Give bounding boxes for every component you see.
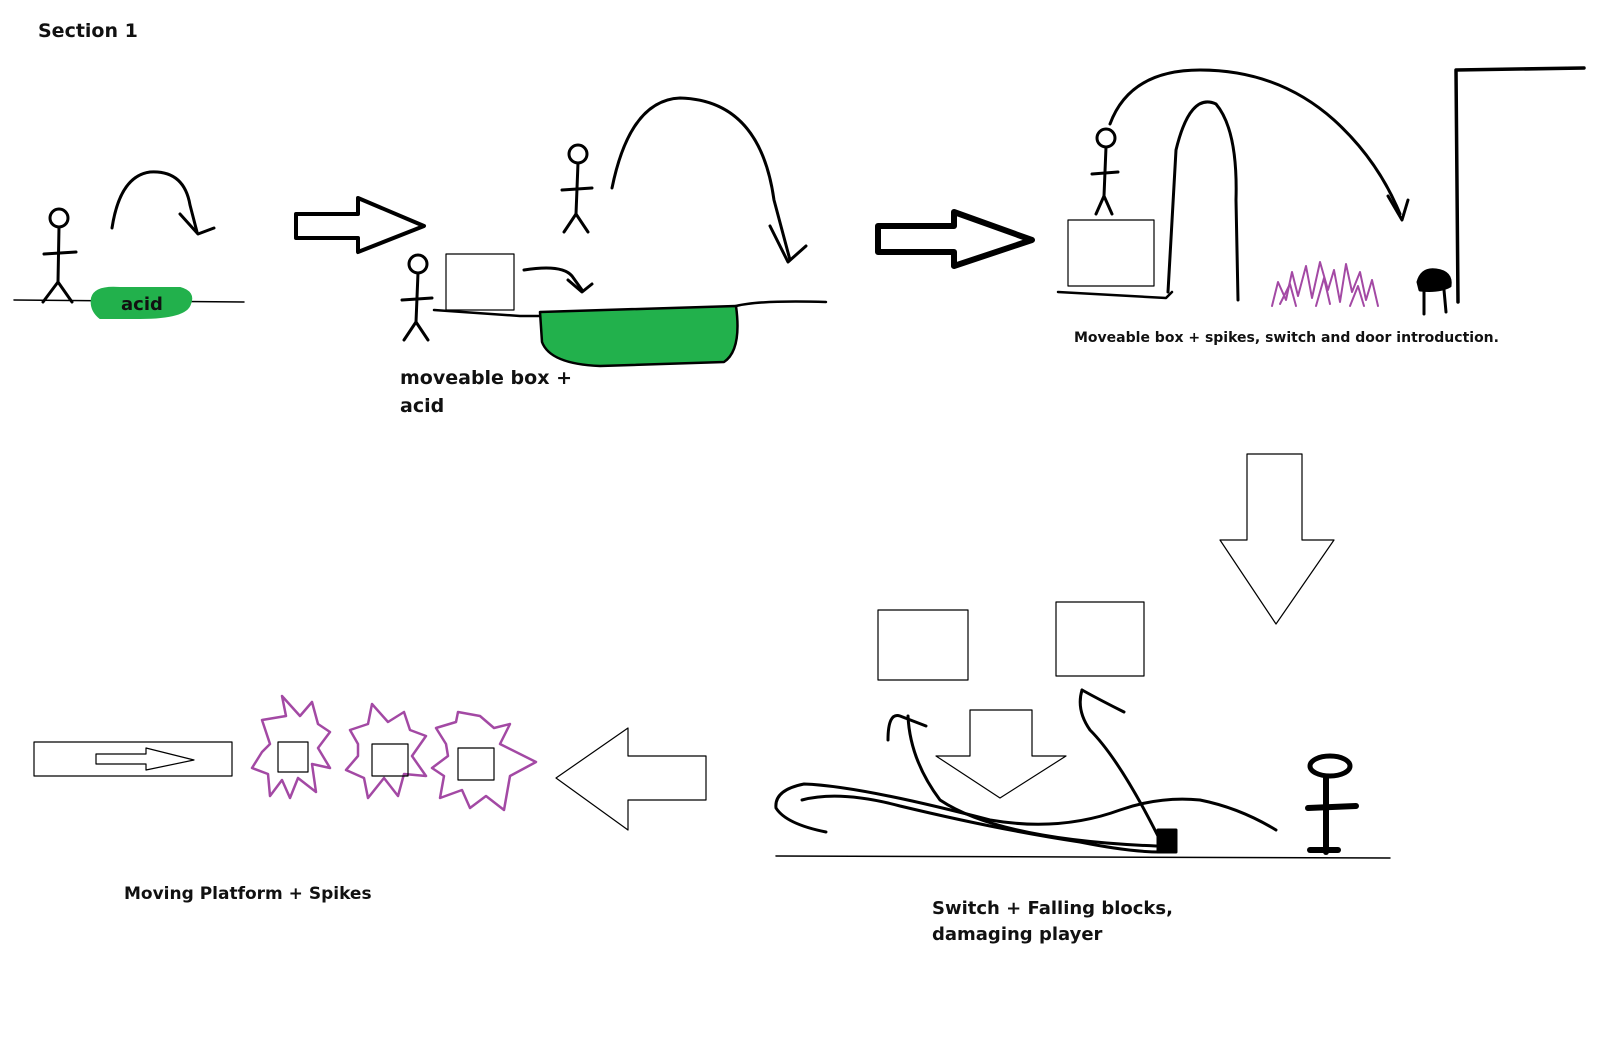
acid-pool	[90, 286, 193, 319]
stick-figure	[1090, 127, 1120, 216]
right-arrow-1	[294, 196, 426, 254]
switch	[1416, 268, 1452, 316]
push-arrow	[522, 266, 584, 292]
spike-block-3	[457, 747, 495, 781]
scene-4-caption: Switch + Falling blocks, damaging player	[932, 898, 1173, 945]
fall-trajectory-2-head	[1080, 688, 1126, 714]
player-figure	[1305, 753, 1359, 855]
ground-line-right	[734, 300, 828, 308]
fall-trajectory-1	[906, 714, 1158, 848]
falling-block-2	[1055, 601, 1145, 677]
ground-line	[432, 308, 544, 318]
stick-figure	[41, 207, 78, 304]
fall-trajectory-1-head	[886, 714, 928, 742]
scene-2	[400, 96, 828, 368]
acid-pit	[538, 304, 739, 368]
ground-line	[775, 855, 1391, 859]
scene-3-caption: Moveable box + spikes, switch and door i…	[1074, 330, 1499, 346]
scribble-path-2	[800, 794, 1162, 854]
push-arrowhead	[566, 278, 594, 294]
page-title: Section 1	[38, 20, 138, 42]
spikes	[1271, 261, 1379, 307]
left-arrow	[555, 727, 707, 831]
falling-block-1	[877, 609, 969, 681]
jump-arrowhead	[178, 212, 216, 236]
scribble-path	[774, 782, 1278, 834]
falling-down-arrow	[935, 709, 1067, 799]
down-arrow	[1219, 453, 1335, 625]
scene-5-caption: Moving Platform + Spikes	[124, 884, 372, 904]
fall-trajectory-2	[1078, 688, 1162, 842]
wall-obstacle	[1166, 100, 1240, 302]
jump-arc	[110, 170, 199, 234]
jump-arc	[1108, 68, 1402, 216]
acid-label: acid	[121, 294, 163, 315]
scene-3	[1056, 66, 1586, 316]
stick-figure-upper	[560, 143, 594, 234]
right-arrow-2	[875, 209, 1035, 269]
ground-line	[1056, 290, 1174, 300]
spike-block-2	[371, 743, 409, 777]
moveable-box	[1067, 219, 1155, 287]
platform-direction-arrow	[95, 747, 195, 771]
jump-arrowhead	[768, 224, 808, 264]
switch	[1156, 828, 1178, 854]
scene-4	[774, 601, 1391, 859]
scene-5	[33, 694, 538, 812]
moving-platform	[33, 741, 233, 777]
scene-1	[13, 170, 245, 319]
spiked-blocks	[250, 694, 538, 812]
spike-block-1	[277, 741, 309, 773]
stick-figure-lower	[400, 253, 434, 342]
door	[1454, 66, 1586, 304]
scene-2-caption: moveable box + acid	[400, 367, 573, 417]
moveable-box	[445, 253, 515, 311]
jump-arrowhead	[1386, 194, 1410, 222]
jump-arc	[610, 96, 792, 262]
